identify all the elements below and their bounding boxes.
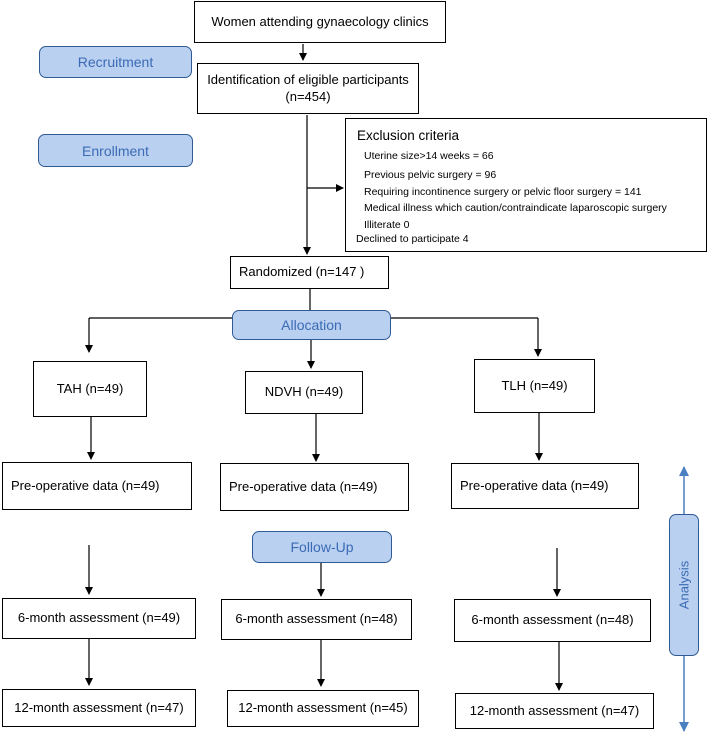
ndvh-preop-text: Pre-operative data (n=49) — [229, 478, 378, 494]
women-attending-box: Women attending gynaecology clinics — [194, 1, 446, 43]
tlh-preop-box: Pre-operative data (n=49) — [451, 463, 639, 509]
exclusion-title: Exclusion criteria — [357, 128, 460, 143]
tah-six-month-box: 6-month assessment (n=49) — [2, 598, 196, 639]
exclusion-item: Uterine size>14 weeks = 66 — [364, 150, 494, 162]
ndvh-group-box: NDVH (n=49) — [245, 371, 363, 414]
follow-up-stage-label: Follow-Up — [252, 531, 392, 563]
tah-preop-box: Pre-operative data (n=49) — [2, 462, 192, 510]
ndvh-twelve-month-box: 12-month assessment (n=45) — [227, 690, 419, 727]
tlh-preop-text: Pre-operative data (n=49) — [460, 477, 609, 493]
exclusion-item: Requiring incontinence surgery or pelvic… — [364, 186, 642, 198]
tah-group-box: TAH (n=49) — [33, 361, 147, 417]
recruitment-stage-label: Recruitment — [39, 46, 192, 78]
exclusion-criteria-box: Exclusion criteria Uterine size>14 weeks… — [345, 118, 707, 252]
identification-count: (n=454) — [285, 88, 331, 104]
tlh-six-month-text: 6-month assessment (n=48) — [471, 612, 634, 628]
ndvh-six-month-box: 6-month assessment (n=48) — [221, 599, 412, 640]
tah-preop-text: Pre-operative data (n=49) — [11, 477, 160, 493]
tah-twelve-month-box: 12-month assessment (n=47) — [2, 689, 196, 727]
identification-text: Identification of eligible participants — [207, 72, 409, 88]
tlh-group-box: TLH (n=49) — [474, 359, 595, 413]
exclusion-item: Previous pelvic surgery = 96 — [364, 169, 497, 181]
tah-six-month-text: 6-month assessment (n=49) — [17, 610, 181, 626]
randomized-box: Randomized (n=147 ) — [230, 256, 389, 289]
ndvh-twelve-month-text: 12-month assessment (n=45) — [238, 700, 408, 716]
exclusion-item: Medical illness which caution/contraindi… — [364, 202, 667, 214]
tlh-twelve-month-box: 12-month assessment (n=47) — [455, 693, 654, 729]
tlh-twelve-month-text: 12-month assessment (n=47) — [469, 702, 640, 718]
tah-twelve-month-text: 12-month assessment (n=47) — [14, 699, 184, 715]
ndvh-group-text: NDVH (n=49) — [264, 384, 344, 400]
tlh-group-text: TLH (n=49) — [501, 377, 568, 393]
ndvh-preop-box: Pre-operative data (n=49) — [220, 463, 409, 511]
ndvh-six-month-text: 6-month assessment (n=48) — [235, 611, 398, 627]
randomized-text: Randomized (n=147 ) — [239, 264, 365, 280]
analysis-stage-label: Analysis — [669, 514, 699, 656]
women-attending-text: Women attending gynaecology clinics — [211, 13, 429, 29]
analysis-label-text: Analysis — [676, 560, 692, 610]
allocation-stage-label: Allocation — [232, 310, 391, 340]
exclusion-item: Illiterate 0 — [364, 219, 410, 231]
identification-box: Identification of eligible participants … — [197, 63, 419, 114]
tlh-six-month-box: 6-month assessment (n=48) — [454, 599, 651, 642]
enrollment-stage-label: Enrollment — [38, 134, 193, 167]
declined-count: Declined to participate 4 — [356, 233, 469, 245]
tah-group-text: TAH (n=49) — [56, 380, 124, 396]
